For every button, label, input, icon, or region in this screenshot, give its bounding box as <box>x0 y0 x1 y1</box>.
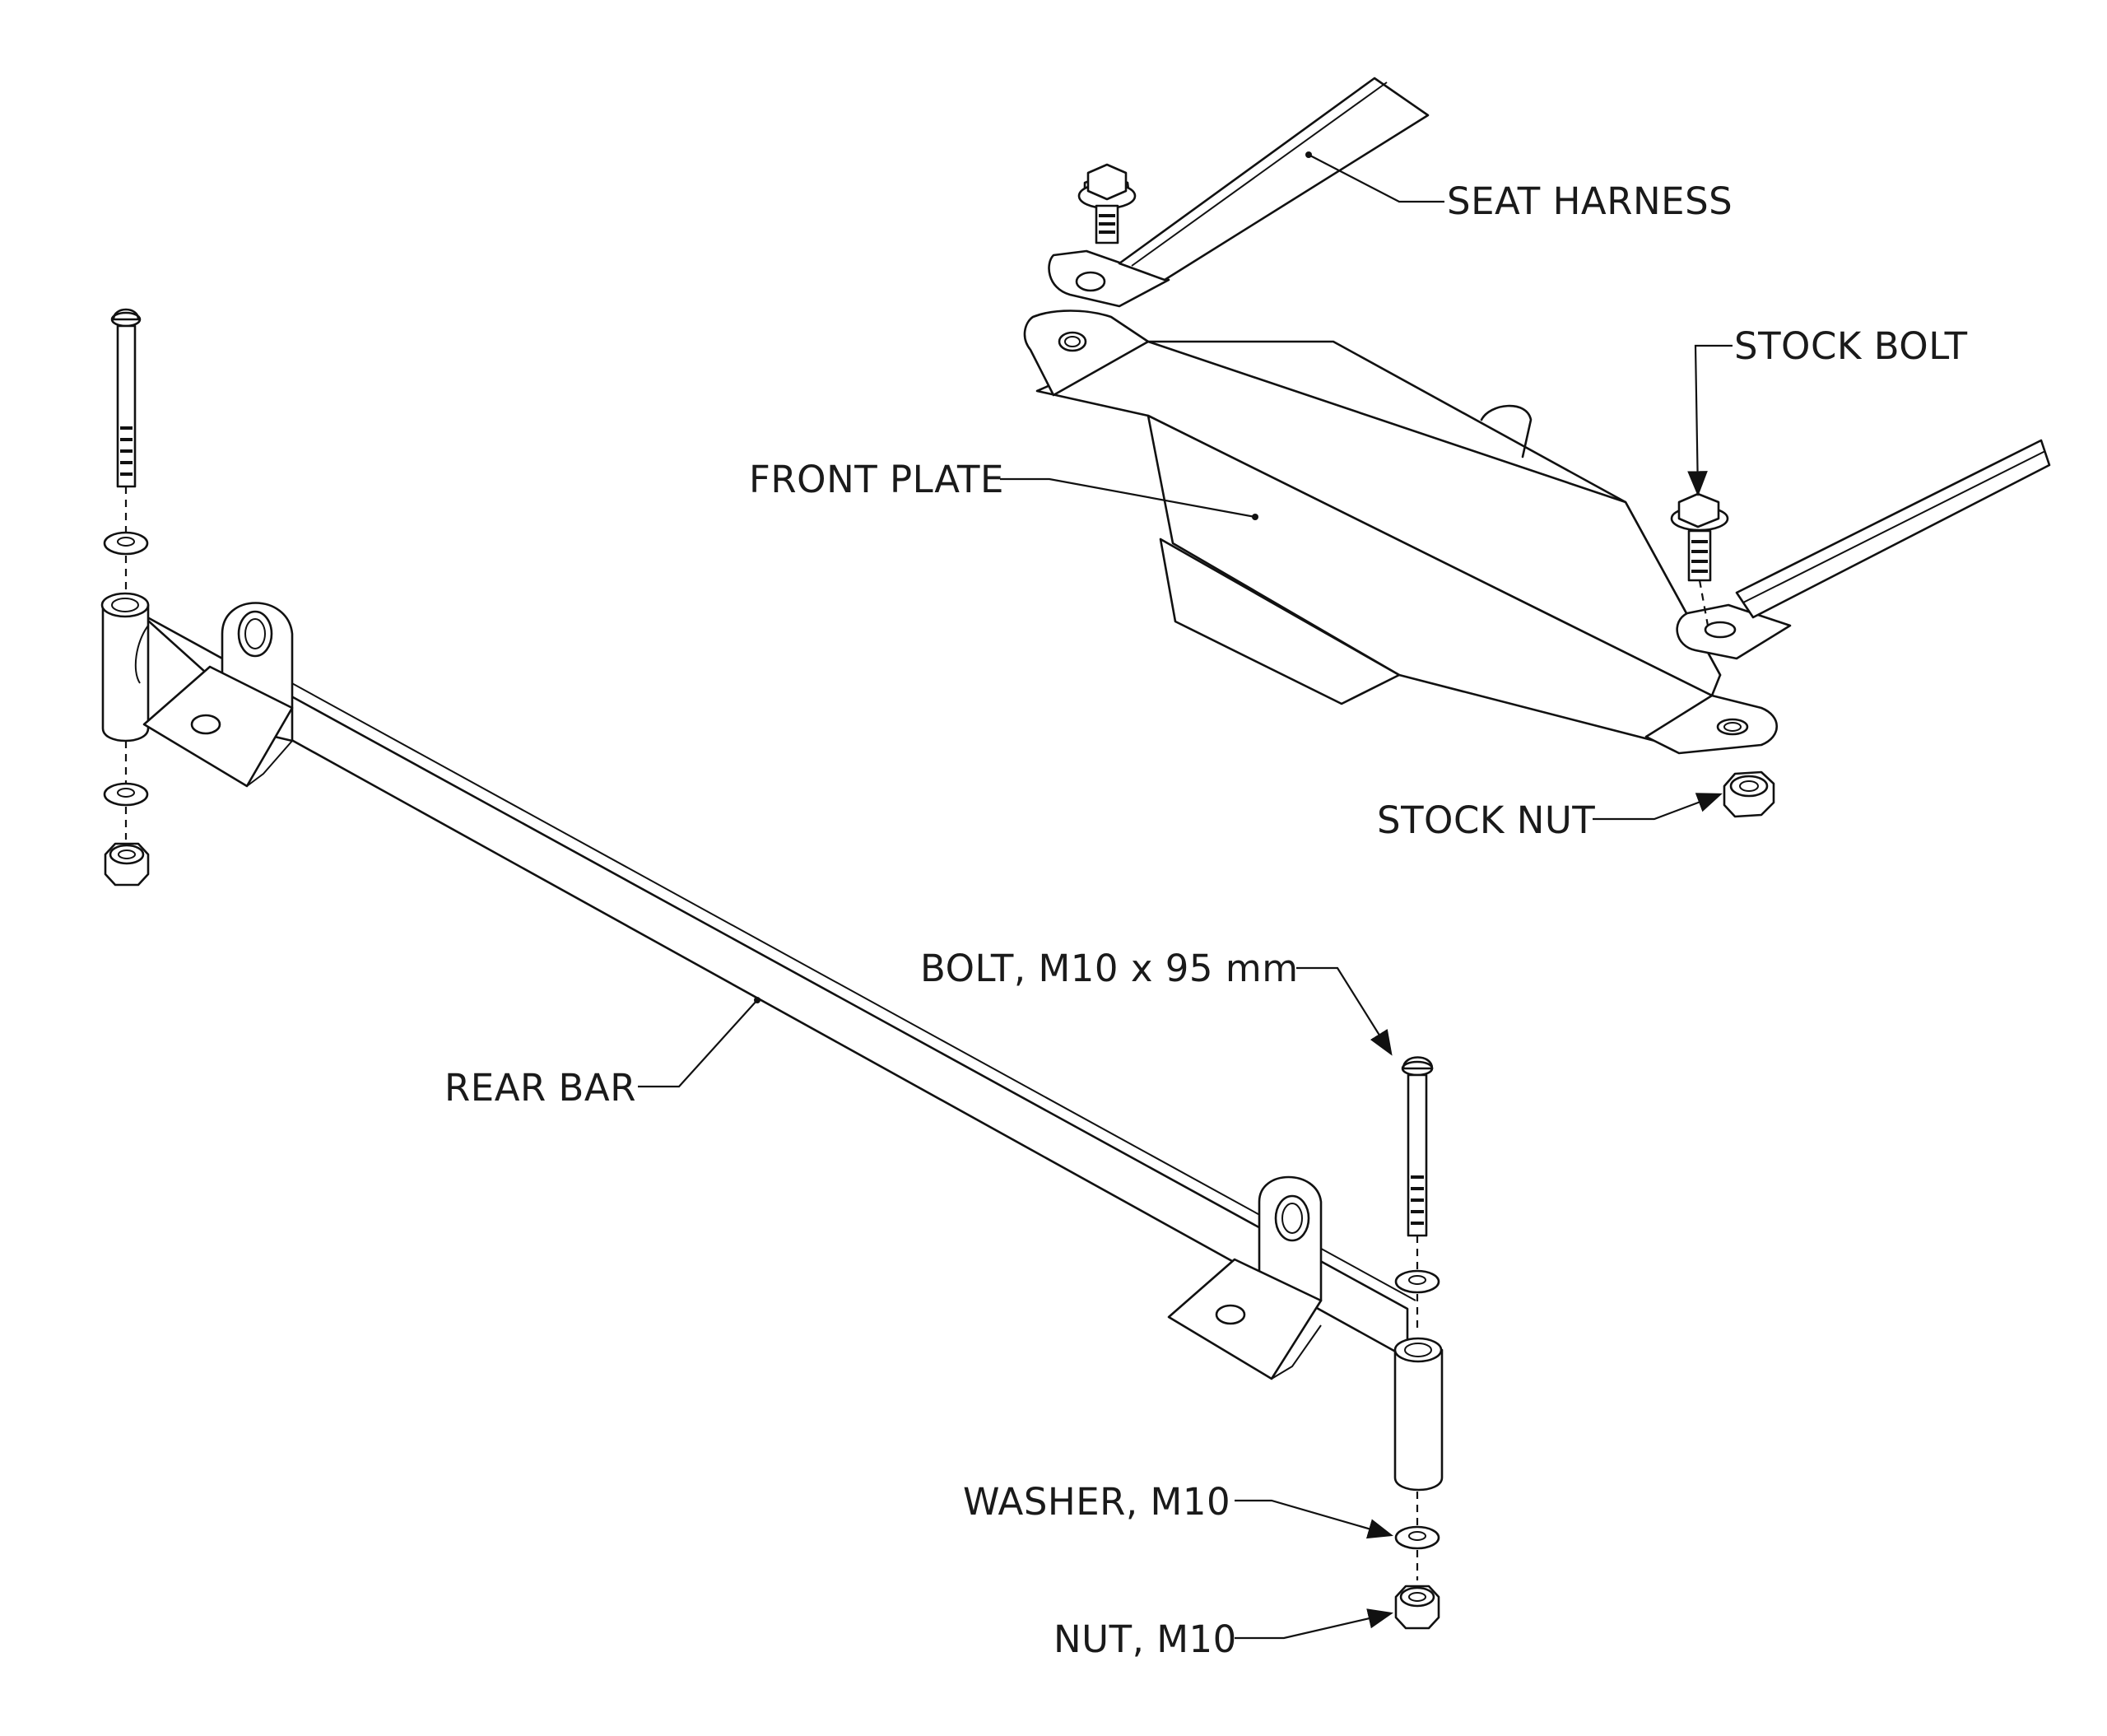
label-stock-bolt: STOCK BOLT <box>1734 324 1968 368</box>
bolt-left <box>110 308 142 488</box>
leader-stock-bolt <box>1687 344 1733 497</box>
seat-harness-left <box>1048 77 1430 308</box>
stock-nut <box>1723 770 1775 818</box>
label-washer: WASHER, M10 <box>963 1480 1230 1524</box>
leader-nut <box>1235 1608 1394 1640</box>
leader-stock-nut <box>1593 793 1723 821</box>
label-rear-bar: REAR BAR <box>444 1066 636 1110</box>
seat-harness-right <box>1676 439 2051 660</box>
stock-bolt-harness <box>1077 163 1137 244</box>
label-nut: NUT, M10 <box>1054 1617 1237 1661</box>
leader-washer <box>1235 1499 1393 1539</box>
leader-seat-harness <box>1305 151 1444 203</box>
rear-bar <box>100 592 1444 1492</box>
label-stock-nut: STOCK NUT <box>1377 798 1595 842</box>
leader-rear-bar <box>638 997 760 1088</box>
front-plate <box>1023 310 1778 755</box>
label-bolt: BOLT, M10 x 95 mm <box>920 947 1299 990</box>
washer-m10 <box>1394 1525 1440 1550</box>
label-seat-harness: SEAT HARNESS <box>1447 179 1733 223</box>
nut-left <box>104 842 150 887</box>
bolt-m10 <box>1401 1056 1434 1237</box>
washer-left-top <box>103 531 149 556</box>
washer-left-bottom <box>103 782 149 807</box>
leader-front-plate <box>1000 477 1258 520</box>
nut-m10 <box>1394 1585 1440 1630</box>
washer-right-top <box>1394 1269 1440 1294</box>
leader-bolt <box>1296 966 1393 1056</box>
label-front-plate: FRONT PLATE <box>749 458 1004 501</box>
stock-bolt <box>1670 492 1729 582</box>
